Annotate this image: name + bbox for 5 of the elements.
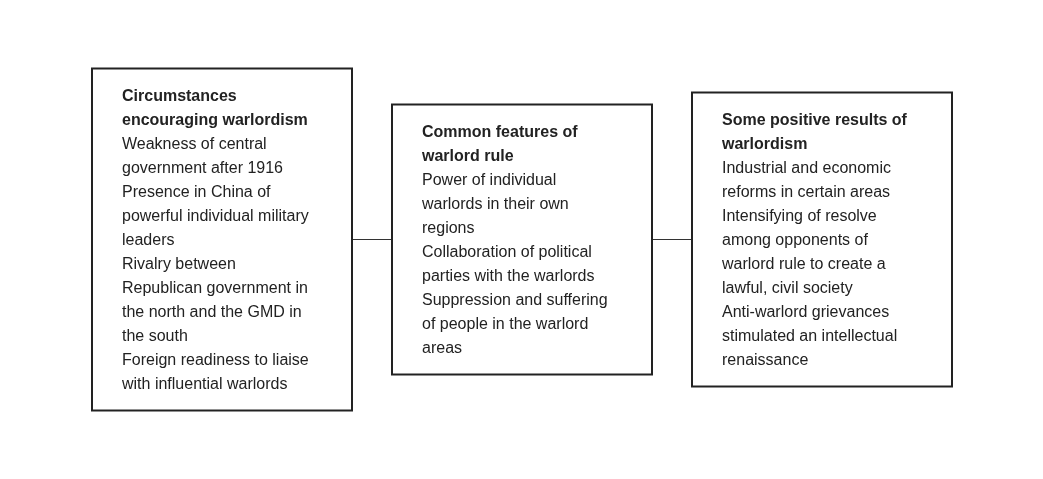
connector	[351, 239, 392, 240]
connector	[651, 239, 692, 240]
node-box: Circumstances encouraging warlordism Weakness of central government after 1916 Presence in China of powerful individual military leaders Rivalry between Republican government in the north and the GMD in the south Foreign readiness to liaise with influential warlords	[90, 67, 353, 412]
node-box: Common features of warlord rule Power of individual warlords in their own regions Collaboration of political parties with the warlords Suppression and suffering of people in the warlord areas	[390, 103, 653, 376]
node-box: Some positive results of warlordism Industrial and economic reforms in certain areas Intensifying of resolve among opponents of warlord rule to create a lawful, civil society Anti-warlord grievances stimulated an intellectual renaissance	[690, 91, 953, 388]
